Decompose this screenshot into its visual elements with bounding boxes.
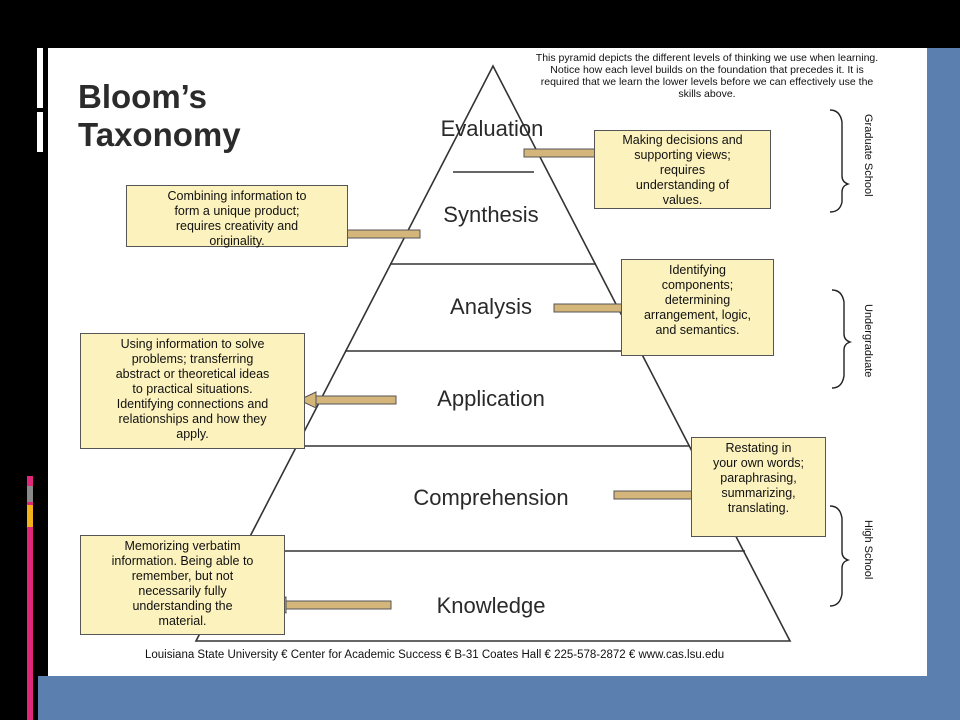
title-line-1: Bloom’s (78, 78, 207, 115)
desc-line: to practical situations. (132, 382, 253, 396)
accent-yellow-bar (27, 505, 33, 527)
desc-line: necessarily fully (138, 584, 227, 598)
desc-line: paraphrasing, (720, 471, 797, 485)
desc-analysis: Identifying components; determining arra… (621, 259, 774, 356)
intro-line: skills above. (678, 88, 736, 100)
intro-line: required that we learn the lower levels … (540, 76, 874, 88)
desc-evaluation: Making decisions and supporting views; r… (594, 130, 771, 209)
slide-title: Bloom’s Taxonomy (78, 78, 241, 154)
desc-line: problems; transferring (131, 352, 254, 366)
desc-line: your own words; (712, 456, 804, 470)
bottom-blue-band (38, 676, 960, 720)
intro-line: This pyramid depicts the different level… (535, 52, 879, 64)
desc-line: form a unique product; (174, 204, 300, 218)
bracket-highschool (829, 505, 851, 607)
level-evaluation: Evaluation (440, 116, 544, 141)
desc-line: requires creativity and (175, 219, 299, 233)
desc-line: summarizing, (721, 486, 796, 500)
desc-line: components; (661, 278, 734, 292)
label-high-school: High School (862, 520, 874, 580)
desc-line: supporting views; (634, 148, 731, 162)
bracket-graduate (829, 109, 851, 213)
desc-line: Restating in (725, 441, 792, 455)
slide: Bloom’s Taxonomy This pyramid depicts th… (48, 48, 927, 676)
desc-line: and semantics. (655, 323, 740, 337)
desc-line: understanding the (132, 599, 233, 613)
desc-line: arrangement, logic, (643, 308, 751, 322)
desc-line: requires (659, 163, 706, 177)
level-synthesis: Synthesis (443, 202, 539, 227)
accent-gray-bar (27, 486, 33, 502)
level-comprehension: Comprehension (413, 485, 569, 510)
decorative-bars (37, 48, 47, 152)
desc-knowledge: Memorizing verbatim information. Being a… (80, 535, 285, 635)
desc-line: Making decisions and (622, 133, 743, 147)
bracket-undergraduate (831, 289, 853, 389)
desc-comprehension: Restating in your own words; paraphrasin… (691, 437, 826, 537)
intro-line: Notice how each level builds on the foun… (550, 64, 864, 76)
desc-line: relationships and how they (118, 412, 267, 426)
level-knowledge: Knowledge (436, 593, 546, 618)
arrow-application (297, 391, 397, 409)
desc-line: originality. (209, 234, 265, 248)
desc-line: Identifying (669, 263, 726, 277)
top-dark-band (38, 0, 960, 48)
desc-line: material. (158, 614, 207, 628)
right-blue-edge (927, 48, 960, 676)
desc-line: values. (662, 193, 703, 207)
desc-synthesis: Combining information to form a unique p… (126, 185, 348, 248)
desc-line: information. Being able to (111, 554, 254, 568)
footer-text: Louisiana State University € Center for … (145, 649, 725, 661)
desc-line: translating. (727, 501, 790, 515)
label-undergraduate: Undergraduate (862, 304, 874, 378)
desc-line: abstract or theoretical ideas (115, 367, 270, 381)
desc-line: determining (664, 293, 731, 307)
desc-line: understanding of (635, 178, 730, 192)
title-line-2: Taxonomy (78, 116, 241, 153)
desc-line: Combining information to (167, 189, 307, 203)
desc-line: Identifying connections and (116, 397, 269, 411)
desc-line: Using information to solve (120, 337, 265, 351)
accent-pink-bar (27, 476, 33, 720)
desc-application: Using information to solve problems; tra… (80, 333, 305, 449)
level-application: Application (437, 386, 545, 411)
desc-line: remember, but not (131, 569, 234, 583)
desc-line: Memorizing verbatim (124, 539, 241, 553)
level-analysis: Analysis (450, 294, 532, 319)
desc-line: apply. (176, 427, 209, 441)
intro-text: This pyramid depicts the different level… (518, 52, 896, 100)
label-graduate-school: Graduate School (862, 114, 874, 197)
